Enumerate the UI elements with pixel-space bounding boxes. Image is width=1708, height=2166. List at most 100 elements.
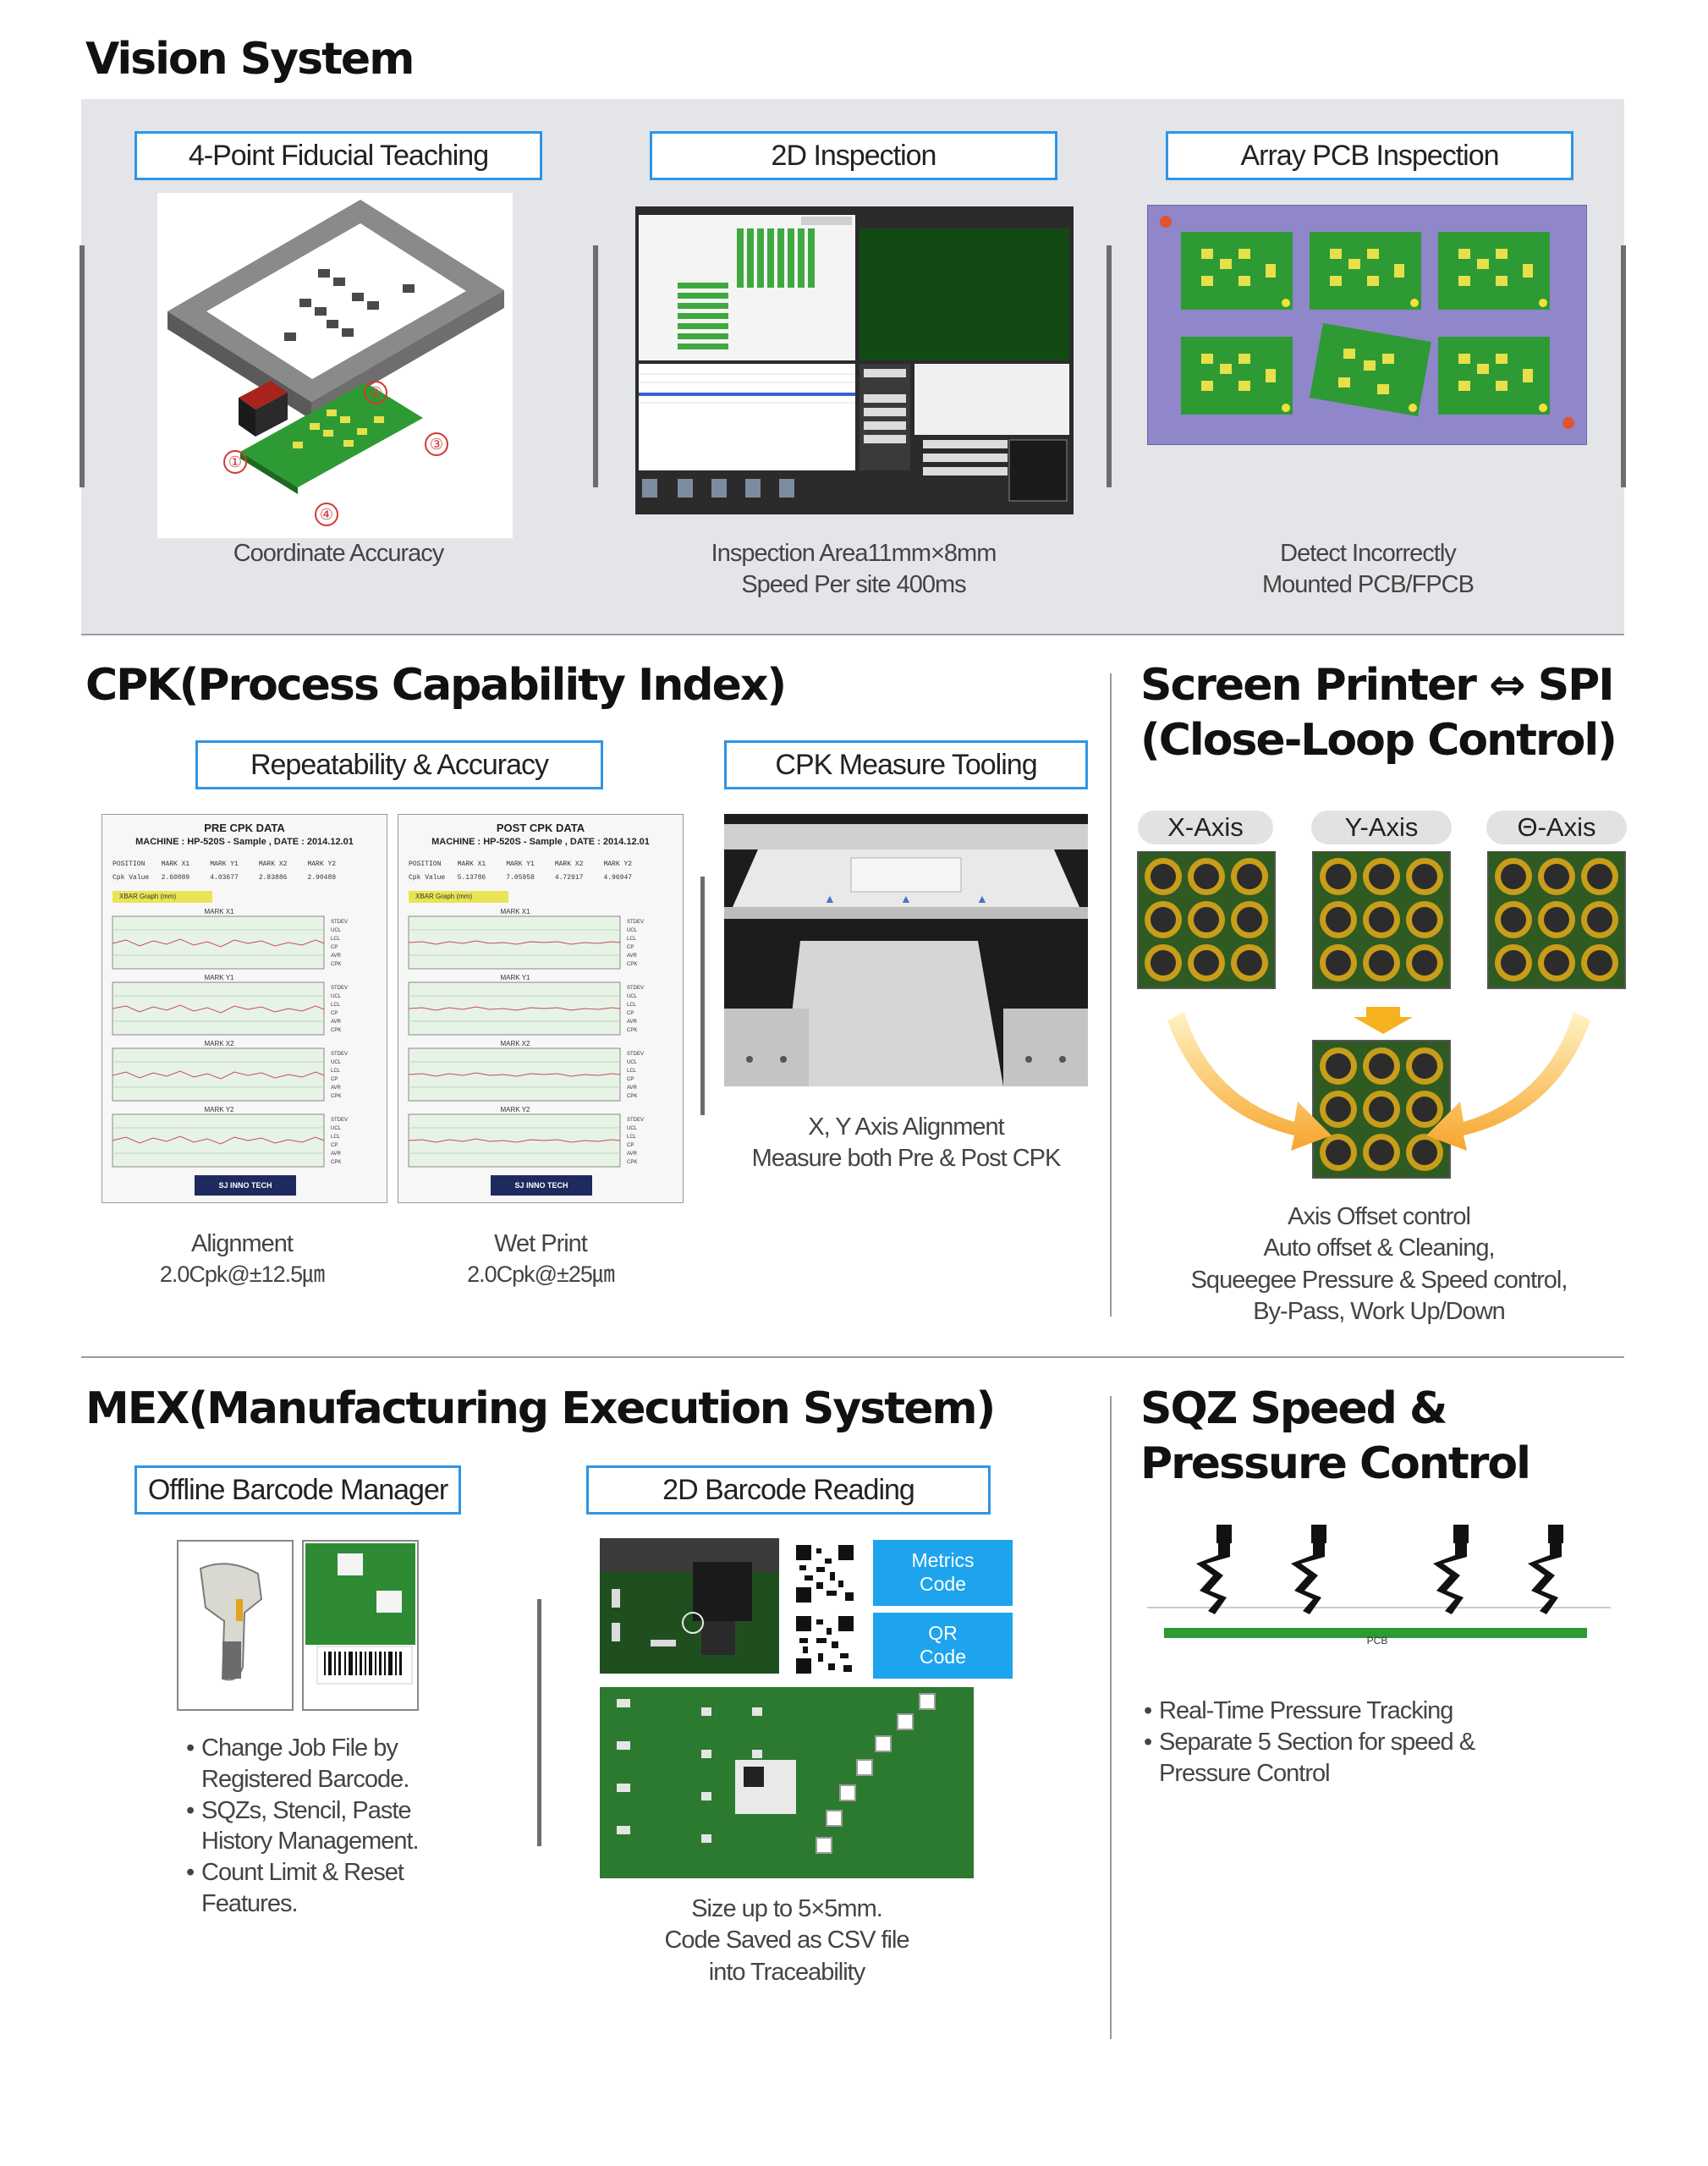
svg-text:LCL: LCL [627,1003,637,1008]
squeegee-diagram: PCB [1147,1525,1611,1646]
svg-text:AVR: AVR [331,1020,342,1025]
pre-cpk-report: PRE CPK DATA MACHINE : HP-520S - Sample … [102,814,387,1203]
2d-barcode-label: 2D Barcode Reading [586,1465,991,1515]
divider [1110,673,1112,1317]
svg-text:LCL: LCL [627,1135,637,1140]
marker-2: ② [369,384,382,401]
svg-text:UCL: UCL [627,994,638,999]
svg-text:STDEV: STDEV [627,920,644,925]
y-axis-label: Y-Axis [1311,811,1452,844]
divider [700,877,705,1115]
svg-text:CP: CP [627,1011,634,1016]
spi-pad-diagram [1137,851,1626,1179]
svg-text:CPK: CPK [331,962,341,967]
svg-text:CP: CP [331,1077,338,1082]
spi-caption: Axis Offset control Auto offset & Cleani… [1190,1203,1568,1326]
svg-text:LCL: LCL [331,1069,341,1074]
svg-text:CPK: CPK [627,1160,637,1165]
array-pcb-image [1147,205,1587,445]
svg-text:LCL: LCL [627,1069,637,1074]
svg-text:CPK: CPK [627,1094,637,1099]
svg-text:CP: CP [627,945,634,950]
cpk-title: CPK(Process Capability Index) [85,660,787,711]
svg-text:CPK: CPK [627,962,637,967]
cpk-tooling-label: CPK Measure Tooling [724,740,1088,789]
array-pcb-label: Array PCB Inspection [1166,131,1573,180]
svg-text:LCL: LCL [331,1003,341,1008]
svg-text:MARK Y1: MARK Y1 [205,974,235,981]
svg-text:STDEV: STDEV [331,920,348,925]
barcode-scanner-photos [177,1540,419,1711]
svg-text:STDEV: STDEV [331,1118,348,1123]
svg-text:▲: ▲ [976,892,988,905]
fiducial-caption: Coordinate Accuracy [233,540,445,567]
svg-text:AVR: AVR [331,1086,342,1091]
fiducial-teaching-label: 4-Point Fiducial Teaching [135,131,542,180]
mex-title: MEX(Manufacturing Execution System) [85,1383,996,1434]
svg-text:MARK X2: MARK X2 [204,1040,234,1047]
divider [593,245,598,487]
divider [537,1599,541,1846]
divider [1621,245,1626,487]
svg-text:▲: ▲ [824,892,836,905]
svg-text:CPK: CPK [627,1028,637,1033]
svg-text:UCL: UCL [331,1060,342,1065]
array-caption: Detect Incorrectly Mounted PCB/FPCB [1262,540,1475,599]
svg-text:MARK X2: MARK X2 [500,1040,530,1047]
svg-text:UCL: UCL [331,994,342,999]
theta-axis-label: Θ-Axis [1486,811,1627,844]
alignment-caption: Alignment 2.0Cpk@±12.5㎛ [159,1230,325,1288]
marker-4: ④ [320,506,333,523]
svg-text:STDEV: STDEV [627,986,644,991]
svg-text:CPK: CPK [331,1160,341,1165]
svg-text:AVR: AVR [627,954,638,959]
svg-text:UCL: UCL [331,1126,342,1131]
marker-1: ① [228,454,242,470]
svg-text:UCL: UCL [331,928,342,933]
svg-text:▲: ▲ [900,892,912,905]
2d-inspection-label: 2D Inspection [650,131,1057,180]
svg-text:CP: CP [331,945,338,950]
svg-text:AVR: AVR [627,1086,638,1091]
svg-text:CP: CP [627,1077,634,1082]
tooling-caption: X, Y Axis Alignment Measure both Pre & P… [751,1113,1062,1173]
repeatability-label: Repeatability & Accuracy [195,740,603,789]
metrics-code-badge: Metrics Code [873,1540,1013,1606]
inspection-caption: Inspection Area11mm×8mm Speed Per site 4… [711,540,997,599]
svg-text:MARK Y2: MARK Y2 [205,1106,235,1113]
svg-text:STDEV: STDEV [627,1118,644,1123]
bullet-item: Separate 5 Section for speed &Pressure C… [1144,1727,1617,1789]
svg-text:UCL: UCL [627,928,638,933]
spi-title: Screen Printer ⇔ SPI (Close-Loop Control… [1140,660,1617,766]
svg-text:LCL: LCL [331,937,341,942]
svg-text:AVR: AVR [331,954,342,959]
2d-barcode-photos [600,1538,974,1878]
divider [1110,1396,1112,2039]
inspection-software-screenshot [635,206,1074,514]
barcode-reading-caption: Size up to 5×5mm. Code Saved as CSV file… [664,1895,909,1986]
pcb-label: PCB [1367,1635,1388,1646]
section-divider [81,1356,1624,1358]
sqz-title: SQZ Speed & Pressure Control [1140,1383,1531,1489]
svg-text:CPK: CPK [331,1094,341,1099]
svg-text:MARK Y2: MARK Y2 [501,1106,531,1113]
svg-text:CP: CP [331,1011,338,1016]
post-cpk-report: POST CPK DATA MACHINE : HP-520S - Sample… [398,814,684,1203]
x-axis-label: X-Axis [1138,811,1273,844]
svg-text:UCL: UCL [627,1126,638,1131]
svg-text:STDEV: STDEV [331,1052,348,1057]
svg-text:MARK Y1: MARK Y1 [501,974,531,981]
vision-title: Vision System [85,34,415,85]
svg-text:LCL: LCL [627,937,637,942]
svg-text:CPK: CPK [331,1028,341,1033]
svg-text:UCL: UCL [627,1060,638,1065]
svg-text:MARK X1: MARK X1 [204,908,234,915]
marker-3: ③ [430,436,443,453]
svg-text:AVR: AVR [627,1152,638,1157]
svg-text:STDEV: STDEV [627,1052,644,1057]
offline-barcode-label: Offline Barcode Manager [135,1465,461,1515]
